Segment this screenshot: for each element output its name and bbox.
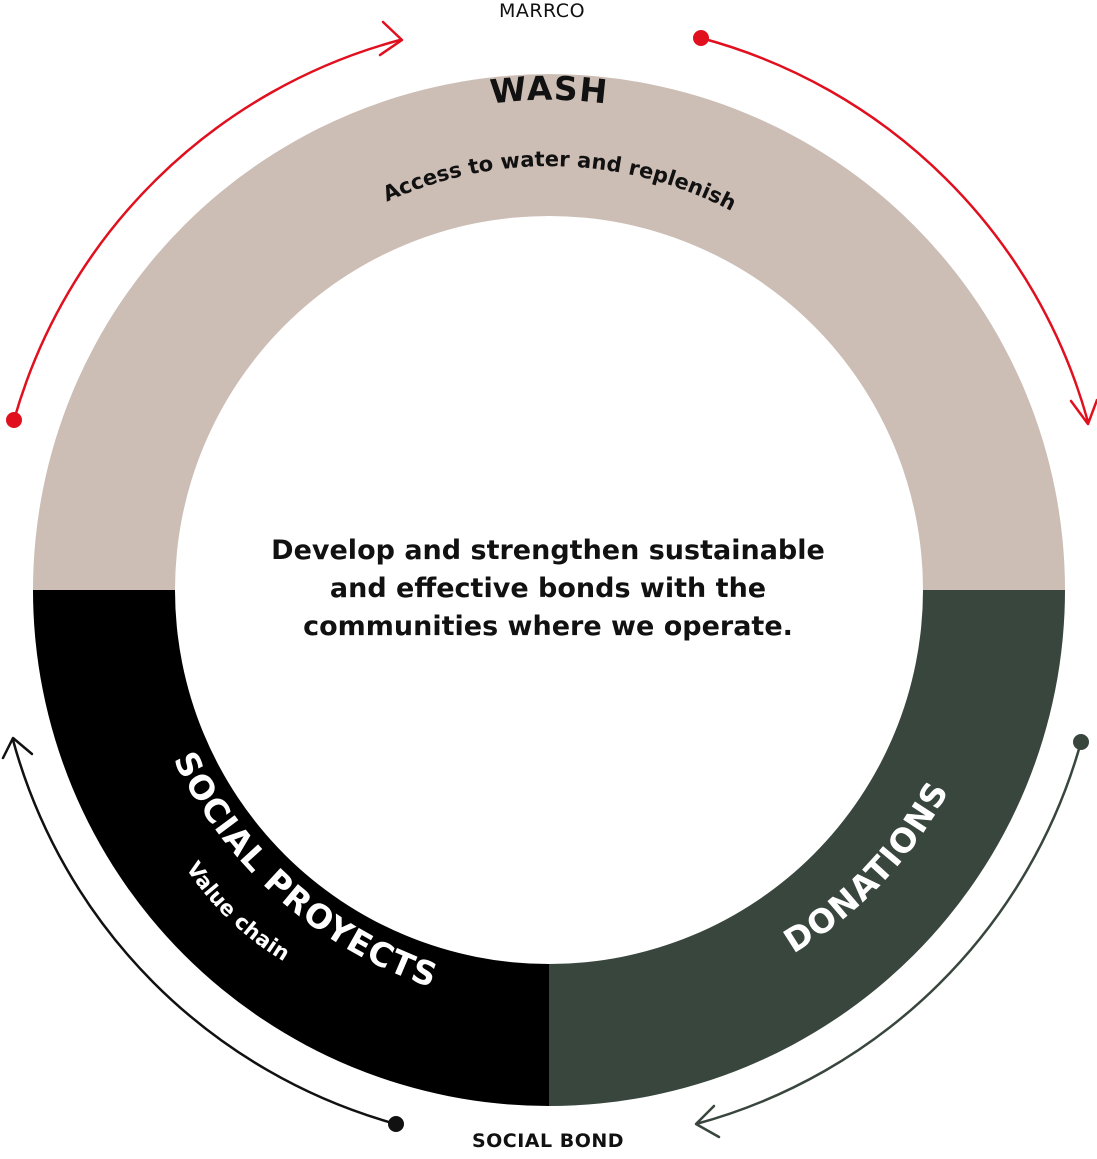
top-label: MARRCO xyxy=(499,0,585,22)
center-statement: Develop and strengthen sustainable and e… xyxy=(271,535,825,642)
social-projects-segment xyxy=(33,590,549,1106)
arrow-bottom-right xyxy=(694,734,1089,1139)
bottom-label: SOCIAL BOND xyxy=(472,1130,624,1152)
wash-title: WASH xyxy=(488,69,610,112)
arrow-top-right xyxy=(693,30,1097,426)
wash-segment xyxy=(33,74,1065,591)
arrow-top-left xyxy=(6,20,404,428)
arrow-bottom-left xyxy=(1,736,404,1132)
donations-segment xyxy=(549,590,1065,1106)
